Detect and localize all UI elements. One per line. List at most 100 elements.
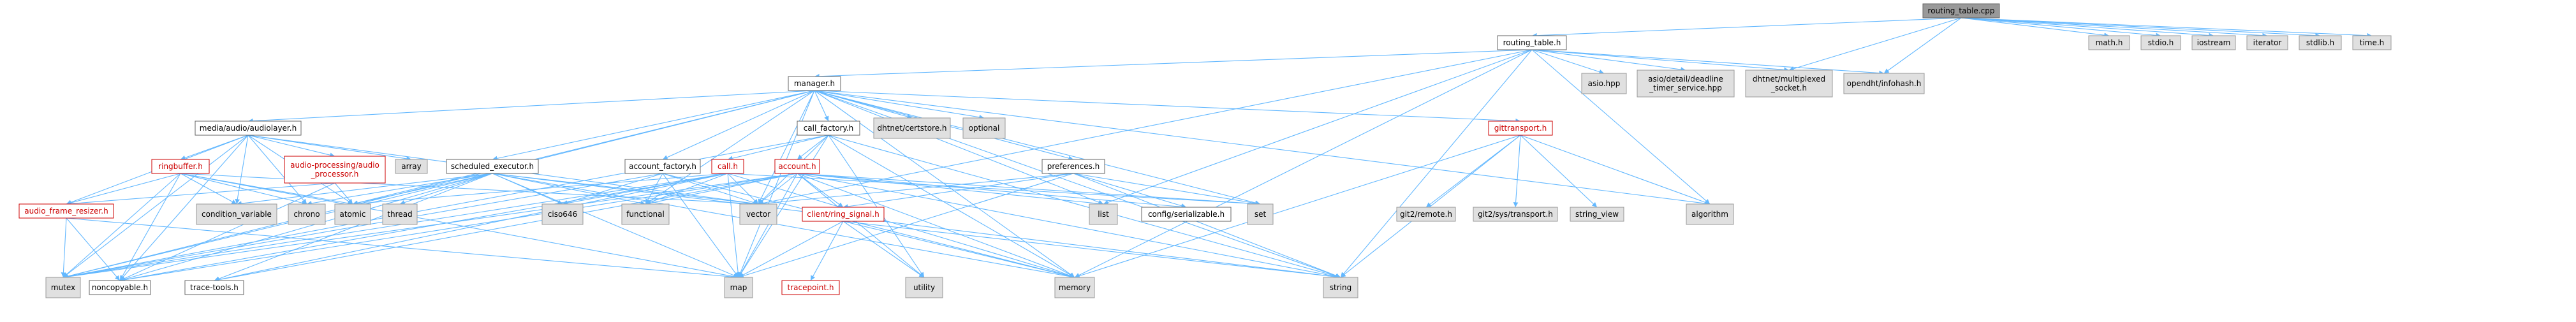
node-routing-table-h[interactable]: routing_table.h (1497, 35, 1567, 50)
node-label: mutex (51, 283, 75, 292)
node-box (1745, 70, 1833, 98)
node-config-serializable[interactable]: config/serializable.h (1141, 207, 1232, 222)
edge-client_ring_signal-to-tracepoint (810, 221, 844, 281)
edge-account_factory-to-functional (645, 173, 663, 205)
node-label: noncopyable.h (92, 283, 148, 292)
edge-gittransport-to-string_view (1520, 135, 1598, 208)
node-box (89, 280, 151, 295)
edge-media_audiolayer-to-mutex (63, 135, 249, 278)
node-label: iostream (2197, 38, 2231, 47)
node-asio-deadline: asio/detail/deadline_timer_service.hpp (1637, 70, 1735, 98)
edge-routing_table_cpp-to-time_h (1961, 17, 2373, 38)
edge-audio_processing-to-audio_frame_resizer (66, 182, 335, 207)
edge-call_factory-to-account_h (797, 135, 829, 160)
node-label: string_view (1575, 210, 1619, 219)
edge-gittransport-to-algorithm (1520, 135, 1711, 205)
node-optional: optional (962, 117, 1006, 139)
node-label: opendht/infohash.h (1847, 79, 1922, 88)
node-gittransport[interactable]: gittransport.h (1488, 121, 1553, 136)
node-stdio-h: stdio.h (2140, 35, 2181, 50)
edge-preferences-to-client_ring_signal (843, 173, 1074, 209)
node-call-h[interactable]: call.h (711, 159, 744, 174)
edge-media_audiolayer-to-noncopyable (119, 135, 249, 281)
node-iostream: iostream (2191, 35, 2236, 50)
edge-manager_h-to-algorithm (814, 90, 1711, 206)
edge-manager_h-to-list (814, 90, 1104, 205)
edge-manager_h-to-functional (645, 90, 815, 205)
node-account-factory[interactable]: account_factory.h (624, 159, 701, 174)
node-box (151, 159, 210, 174)
edge-scheduled_executor-to-atomic (352, 173, 493, 206)
edge-gittransport-to-memory (1074, 135, 1521, 279)
node-box (2246, 35, 2288, 50)
node-box (797, 121, 860, 136)
node-box (962, 117, 1006, 139)
edge-client_ring_signal-to-string (843, 221, 1341, 279)
node-preferences[interactable]: preferences.h (1041, 159, 1105, 174)
node-box (788, 76, 841, 91)
edge-manager_h-to-media_audiolayer (247, 90, 815, 124)
edge-account_h-to-set (797, 173, 1261, 207)
edge-scheduled_executor-to-memory (492, 173, 1075, 279)
node-box (1686, 203, 1734, 225)
node-dhtnet-certstore: dhtnet/certstore.h (873, 117, 951, 139)
edge-call_h-to-map (727, 173, 741, 278)
edge-ringbuffer-to-noncopyable (119, 173, 181, 281)
node-trace-tools[interactable]: trace-tools.h (184, 280, 244, 295)
edge-account_factory-to-vector (662, 173, 759, 205)
edge-manager_h-to-account_factory (662, 90, 815, 160)
edge-ringbuffer-to-condition_variable (180, 173, 237, 205)
node-git2-remote: git2/remote.h (1396, 207, 1456, 222)
edge-layer (61, 17, 2373, 282)
node-box (1922, 3, 2000, 18)
node-utility: utility (905, 277, 943, 298)
node-label: git2/remote.h (1400, 210, 1452, 219)
node-label: account_factory.h (629, 162, 696, 171)
edge-account_factory-to-memory (662, 173, 1075, 279)
node-box (288, 203, 326, 225)
node-account-h[interactable]: account.h (774, 159, 820, 174)
edge-scheduled_executor-to-noncopyable (119, 173, 493, 282)
edge-client_ring_signal-to-map (738, 221, 844, 278)
edge-ringbuffer-to-vector (180, 173, 759, 207)
edge-preferences-to-vector (758, 173, 1074, 207)
node-box (1473, 207, 1558, 222)
node-label: media/audio/audiolayer.h (200, 124, 297, 133)
node-box (395, 159, 428, 174)
node-label: preferences.h (1047, 162, 1100, 171)
node-media-audiolayer[interactable]: media/audio/audiolayer.h (195, 121, 302, 136)
edge-manager_h-to-scheduled_executor (492, 90, 815, 161)
node-label: config/serializable.h (1148, 210, 1225, 219)
node-box (2299, 35, 2342, 50)
edge-account_h-to-noncopyable (119, 173, 798, 282)
node-box (711, 159, 744, 174)
node-manager-h[interactable]: manager.h (788, 76, 841, 91)
edge-scheduled_executor-to-thread (399, 173, 493, 205)
edge-call_h-to-vector (727, 173, 759, 205)
node-tracepoint[interactable]: tracepoint.h (781, 280, 840, 295)
edge-call_h-to-noncopyable (119, 173, 728, 282)
edge-scheduled_executor-to-functional (492, 173, 646, 206)
node-scheduled-executor[interactable]: scheduled_executor.h (446, 159, 539, 174)
edge-routing_table_cpp-to-stdio_h (1961, 17, 2161, 38)
edge-routing_table_cpp-to-iterator (1961, 17, 2268, 38)
node-label: chrono (293, 210, 320, 219)
node-ringbuffer[interactable]: ringbuffer.h (151, 159, 210, 174)
node-audio-frame-resizer[interactable]: audio_frame_resizer.h (18, 203, 114, 219)
node-routing-table-cpp[interactable]: routing_table.cpp (1922, 3, 2000, 18)
node-label: audio_frame_resizer.h (24, 207, 108, 216)
node-call-factory[interactable]: call_factory.h (797, 121, 860, 136)
node-client-ring-signal[interactable]: client/ring_signal.h (802, 207, 885, 222)
node-label: array (401, 162, 421, 171)
node-noncopyable[interactable]: noncopyable.h (89, 280, 151, 295)
node-label: gittransport.h (1494, 124, 1547, 133)
node-mutex: mutex (45, 277, 81, 298)
node-box (2088, 35, 2130, 50)
edge-routing_table_h-to-opendht_infohash (1531, 49, 1885, 76)
node-box (334, 203, 371, 225)
edge-account_h-to-map (738, 173, 798, 278)
edge-routing_table_h-to-vector (758, 49, 1533, 206)
node-time-h: time.h (2352, 35, 2392, 50)
node-audio-processing[interactable]: audio-processing/audio_processor.h (284, 156, 386, 184)
